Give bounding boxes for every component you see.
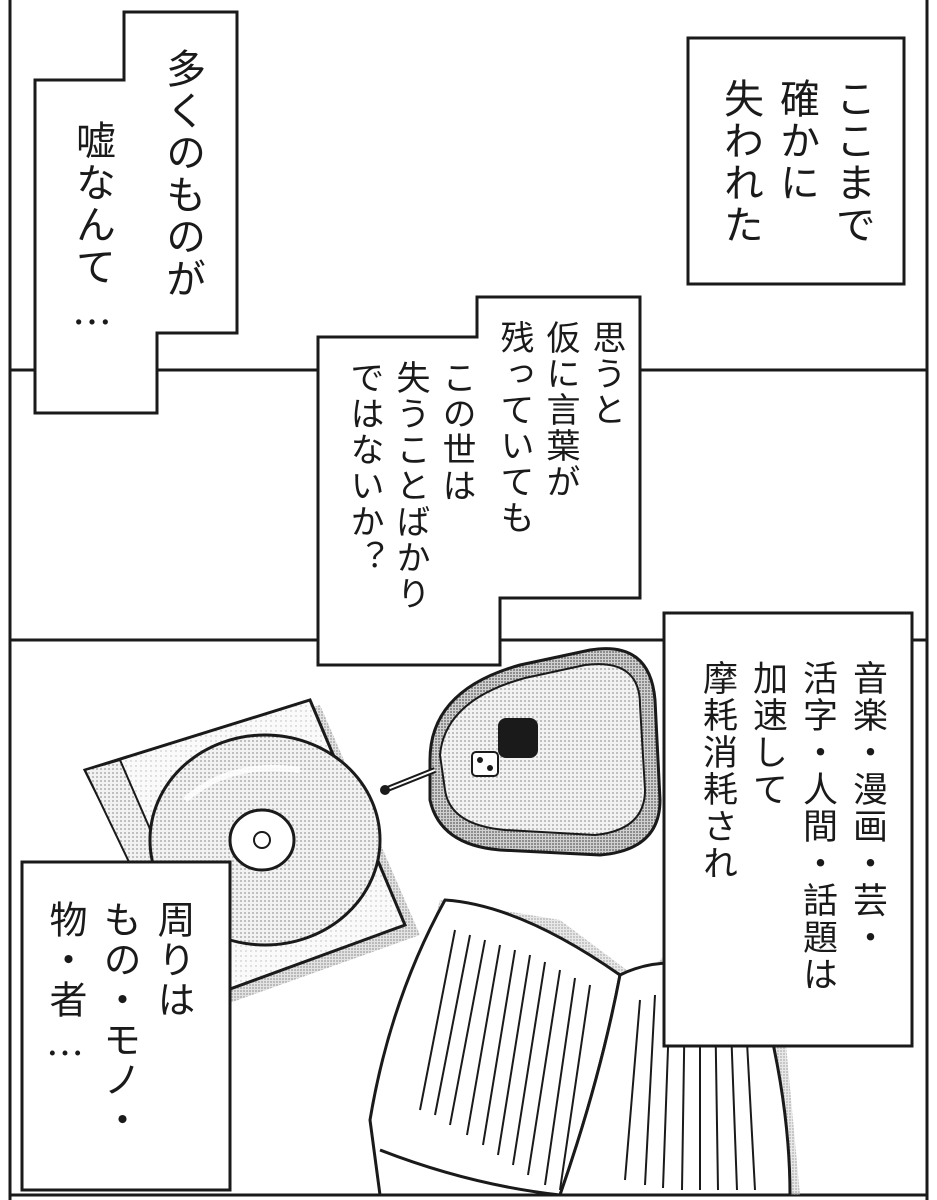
caption-line: ここまで	[829, 78, 875, 246]
caption-line: ではないか？	[344, 360, 384, 576]
caption-line: 仮に言葉が	[540, 320, 580, 500]
caption-line: 摩耗消耗され	[697, 660, 737, 882]
caption-line: 失われた	[717, 78, 763, 246]
caption-line: 周りは	[151, 900, 195, 1020]
caption-line: 活字・人間・話題は	[797, 660, 837, 993]
caption-line: 思うと	[586, 320, 626, 428]
caption-line: 音楽・漫画・芸・	[847, 660, 887, 956]
caption-line: 加速して	[747, 660, 787, 808]
caption-line: 多くのものが	[159, 48, 205, 300]
caption-line: 失うことばかり	[390, 360, 430, 612]
caption-line: もの・モノ・	[97, 900, 141, 1140]
caption-line: 嘘なんて…	[69, 120, 115, 336]
caption-line: 確かに	[773, 78, 819, 204]
cassette-player	[380, 647, 662, 857]
caption-line: 残っていても	[494, 320, 534, 536]
caption-line: この世は	[436, 360, 476, 504]
caption-line: 物・者…	[43, 900, 87, 1066]
